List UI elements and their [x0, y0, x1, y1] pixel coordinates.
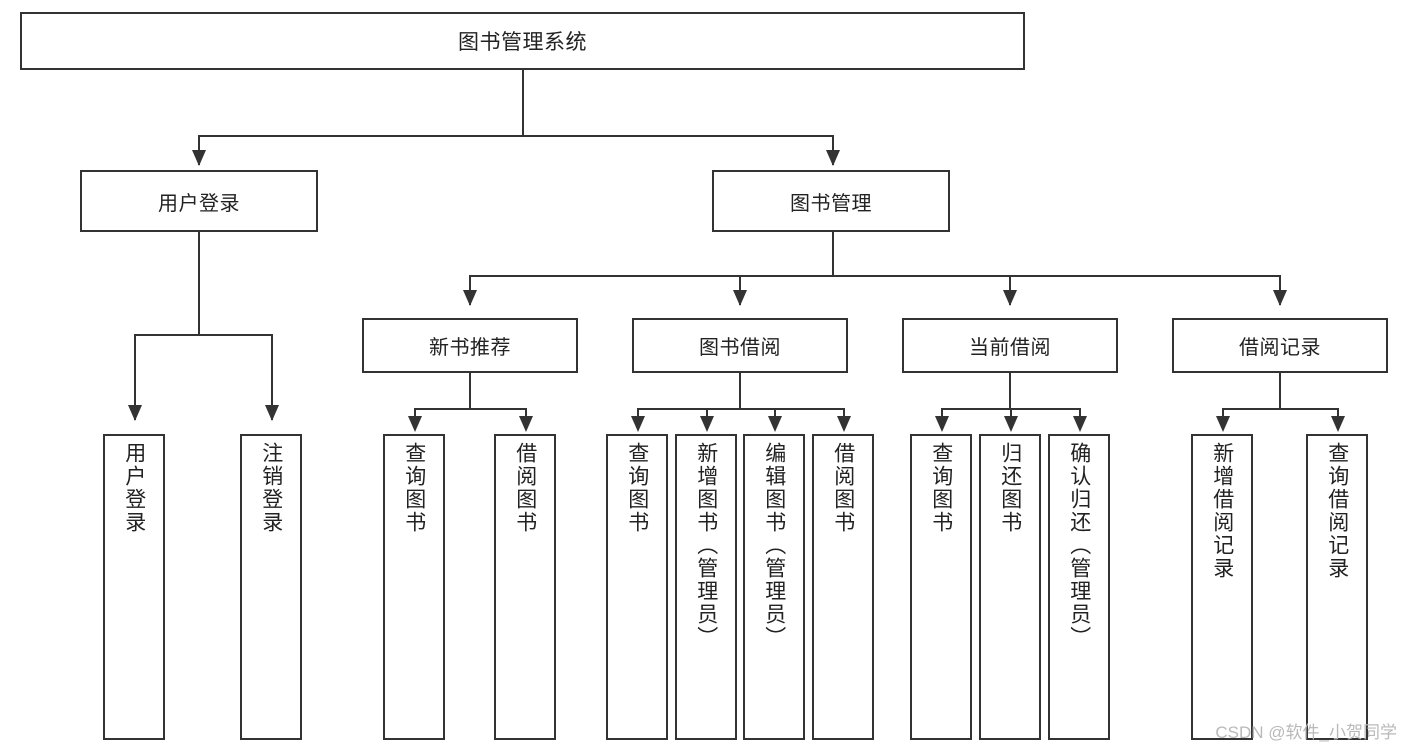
arrow-book-borrow-to-leaf-1: [631, 416, 645, 432]
leaf-borrow-book[interactable]: 借阅图书: [812, 434, 874, 740]
node-label: 新书推荐: [429, 337, 511, 359]
node-label: 借阅图书: [513, 442, 537, 534]
arrow-book-borrow-to-leaf-2: [700, 416, 714, 432]
node-label: 图书管理: [790, 192, 872, 215]
connector-current-borrow-to-leaf-1: [941, 408, 943, 420]
connector-new-book-to-leaf-1: [414, 408, 416, 420]
connector-borrow-record-bus: [1222, 408, 1338, 410]
leaf-add-book-admin[interactable]: 新增图书（管理员）: [675, 434, 737, 740]
arrow-bm-to-current-borrow: [1003, 290, 1017, 306]
node-label: 查询图书: [402, 442, 426, 534]
connector-borrow-record-to-leaf-1: [1222, 408, 1224, 420]
node-label: 归还图书: [998, 442, 1022, 534]
leaf-add-borrow-record[interactable]: 新增借阅记录: [1191, 434, 1253, 740]
node-root-library-management-system[interactable]: 图书管理系统: [20, 12, 1025, 70]
node-label: 查询图书: [929, 442, 953, 534]
arrow-current-borrow-to-leaf-2: [1004, 416, 1018, 432]
node-label: 新增图书（管理员）: [694, 442, 718, 649]
connector-book-management-stem: [832, 232, 834, 276]
connector-book-borrow-to-leaf-3: [774, 408, 776, 420]
arrow-borrow-record-to-leaf-2: [1331, 416, 1345, 432]
node-label: 借阅记录: [1239, 337, 1321, 359]
node-label: 图书借阅: [699, 337, 781, 359]
node-label: 编辑图书（管理员）: [762, 442, 786, 649]
leaf-query-borrow-record[interactable]: 查询借阅记录: [1306, 434, 1368, 740]
node-label: 查询借阅记录: [1325, 442, 1349, 580]
node-label: 新增借阅记录: [1210, 442, 1234, 580]
arrow-bm-to-book-borrow: [733, 290, 747, 306]
leaf-query-book-current[interactable]: 查询图书: [910, 434, 972, 740]
leaf-confirm-return-admin[interactable]: 确认归还（管理员）: [1048, 434, 1110, 740]
node-label: 查询图书: [625, 442, 649, 534]
connector-borrow-record-stem: [1279, 373, 1281, 409]
arrow-book-borrow-to-leaf-4: [837, 416, 851, 432]
connector-book-borrow-to-leaf-2: [706, 408, 708, 420]
arrow-current-borrow-to-leaf-1: [935, 416, 949, 432]
connector-new-book-bus: [414, 408, 526, 410]
node-label: 确认归还（管理员）: [1067, 442, 1091, 649]
connector-book-borrow-to-leaf-4: [843, 408, 845, 420]
watermark-csdn: CSDN @软件_小贺同学: [1215, 723, 1397, 742]
leaf-user-login[interactable]: 用户登录: [103, 434, 165, 740]
connector-user-login-bus: [134, 334, 272, 336]
connector-current-borrow-stem: [1009, 373, 1011, 409]
node-new-book-recommend[interactable]: 新书推荐: [362, 318, 578, 373]
node-user-login[interactable]: 用户登录: [80, 170, 318, 232]
arrow-user-login-to-leaf-2: [265, 405, 279, 421]
connector-book-borrow-to-leaf-1: [637, 408, 639, 420]
arrow-current-borrow-to-leaf-3: [1073, 416, 1087, 432]
connector-current-borrow-to-leaf-3: [1079, 408, 1081, 420]
arrow-new-book-to-leaf-1: [408, 416, 422, 432]
arrow-bm-to-borrow-record: [1273, 290, 1287, 306]
connector-root-bus: [198, 135, 834, 137]
connector-user-login-to-leaf-2: [271, 334, 273, 420]
node-book-borrow[interactable]: 图书借阅: [632, 318, 848, 373]
node-label: 用户登录: [122, 442, 146, 534]
node-label: 用户登录: [158, 192, 240, 215]
node-label: 借阅图书: [831, 442, 855, 534]
connector-root-stem: [522, 70, 524, 136]
node-current-borrow[interactable]: 当前借阅: [902, 318, 1118, 373]
connector-borrow-record-to-leaf-2: [1337, 408, 1339, 420]
connector-book-borrow-bus: [637, 408, 844, 410]
connector-user-login-stem: [198, 232, 200, 335]
arrow-user-login-to-leaf-1: [128, 405, 142, 421]
leaf-edit-book-admin[interactable]: 编辑图书（管理员）: [743, 434, 805, 740]
node-book-management[interactable]: 图书管理: [712, 170, 950, 232]
connector-book-management-bus: [469, 275, 1281, 277]
connector-new-book-to-leaf-2: [525, 408, 527, 420]
node-label: 当前借阅: [969, 337, 1051, 359]
leaf-query-book-borrow[interactable]: 查询图书: [606, 434, 668, 740]
leaf-logout[interactable]: 注销登录: [240, 434, 302, 740]
arrow-bm-to-new-book: [463, 290, 477, 306]
arrow-book-borrow-to-leaf-3: [768, 416, 782, 432]
arrow-root-to-user-login: [192, 150, 206, 166]
arrow-borrow-record-to-leaf-1: [1216, 416, 1230, 432]
connector-new-book-stem: [469, 373, 471, 409]
arrow-root-to-book-management: [826, 150, 840, 166]
leaf-return-book[interactable]: 归还图书: [979, 434, 1041, 740]
leaf-query-book-recommend[interactable]: 查询图书: [383, 434, 445, 740]
node-label: 图书管理系统: [458, 31, 587, 54]
connector-book-borrow-stem: [739, 373, 741, 409]
leaf-borrow-book-recommend[interactable]: 借阅图书: [494, 434, 556, 740]
connector-user-login-to-leaf-1: [134, 334, 136, 420]
arrow-new-book-to-leaf-2: [519, 416, 533, 432]
connector-current-borrow-to-leaf-2: [1010, 408, 1012, 420]
node-borrow-record[interactable]: 借阅记录: [1172, 318, 1388, 373]
node-label: 注销登录: [259, 442, 283, 534]
